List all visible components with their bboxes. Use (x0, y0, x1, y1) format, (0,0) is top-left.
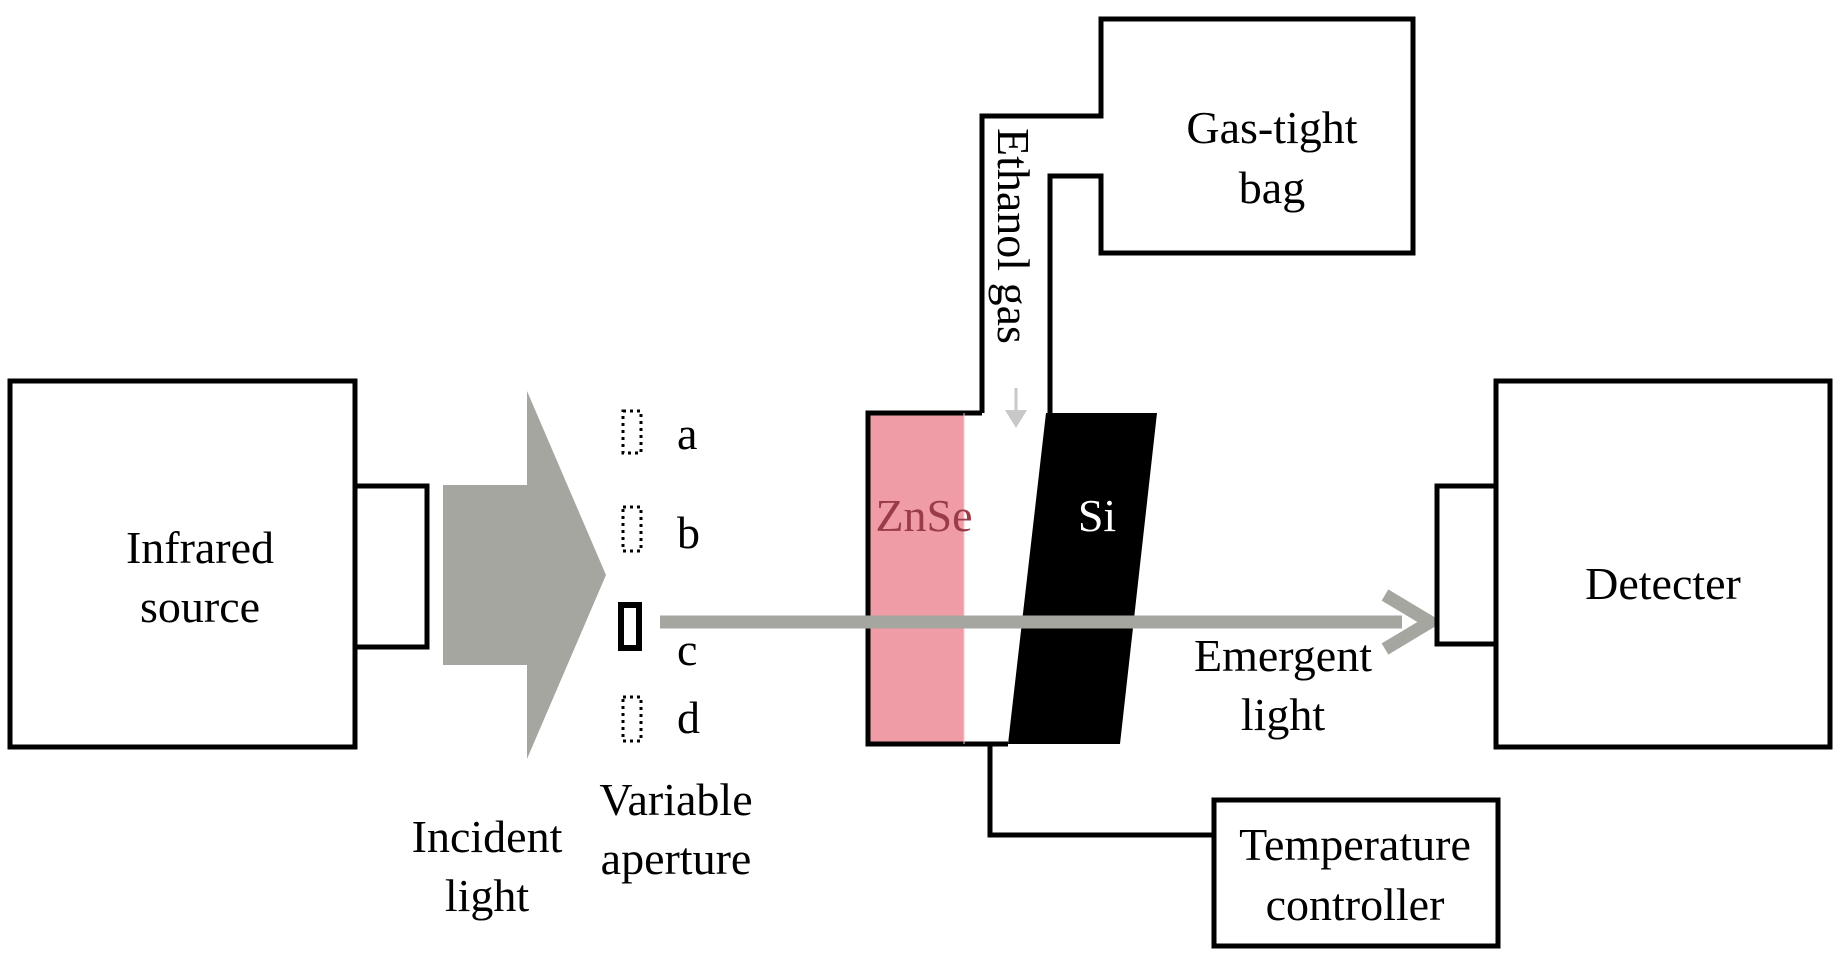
znse-window (868, 413, 964, 744)
temperature-controller-wire (987, 744, 1214, 838)
silicon-label: Si (1078, 490, 1116, 541)
aperture-slot-b (621, 505, 643, 553)
aperture-label-a: a (677, 408, 697, 459)
aperture-label-d: d (677, 692, 700, 743)
detector: Detecter (1434, 378, 1833, 750)
gas-tight-bag-label-line1: Gas-tight (1186, 102, 1357, 153)
emergent-light-label-line1: Emergent (1194, 630, 1372, 681)
temperature-controller-label-line2: controller (1266, 879, 1445, 930)
variable-aperture-label-line2: aperture (601, 833, 752, 884)
ethanol-gas-flow-arrow-head (1005, 410, 1027, 428)
temperature-controller-label-line1: Temperature (1239, 819, 1471, 870)
incident-light-label-line2: light (445, 870, 530, 921)
variable-aperture: a b c d Variable aperture (599, 408, 752, 884)
incident-light-label-line1: Incident (412, 811, 563, 862)
detector-label: Detecter (1585, 558, 1741, 609)
infrared-source-box (7, 378, 358, 750)
sample-cell: ZnSe Si (865, 410, 1157, 747)
sample-cell-outline (865, 410, 1008, 747)
incident-light-arrow (443, 391, 606, 759)
znse-label: ZnSe (875, 490, 972, 541)
aperture-slot-d (621, 695, 643, 743)
detector-box (1493, 378, 1833, 750)
temperature-controller-box (1211, 797, 1501, 949)
light-beam-arrowhead (1381, 589, 1443, 655)
gas-tight-bag-and-inlet-tube (979, 16, 1416, 413)
aperture-slot-a (621, 409, 643, 455)
infrared-source-port (352, 483, 430, 650)
aperture-label-b: b (677, 507, 700, 558)
detector-port (1434, 483, 1499, 647)
ethanol-gas-label: Ethanol gas (988, 128, 1039, 344)
variable-aperture-label-line1: Variable (599, 774, 752, 825)
silicon-wafer (1008, 413, 1157, 744)
infrared-source: Infrared source (7, 378, 430, 750)
aperture-slot-c-active (618, 602, 642, 651)
aperture-label-c: c (677, 624, 697, 675)
infrared-source-label-line1: Infrared (126, 522, 274, 573)
emergent-light-label-line2: light (1241, 689, 1326, 740)
infrared-source-label-line2: source (140, 581, 260, 632)
gas-tight-bag-label-line2: bag (1239, 162, 1305, 213)
